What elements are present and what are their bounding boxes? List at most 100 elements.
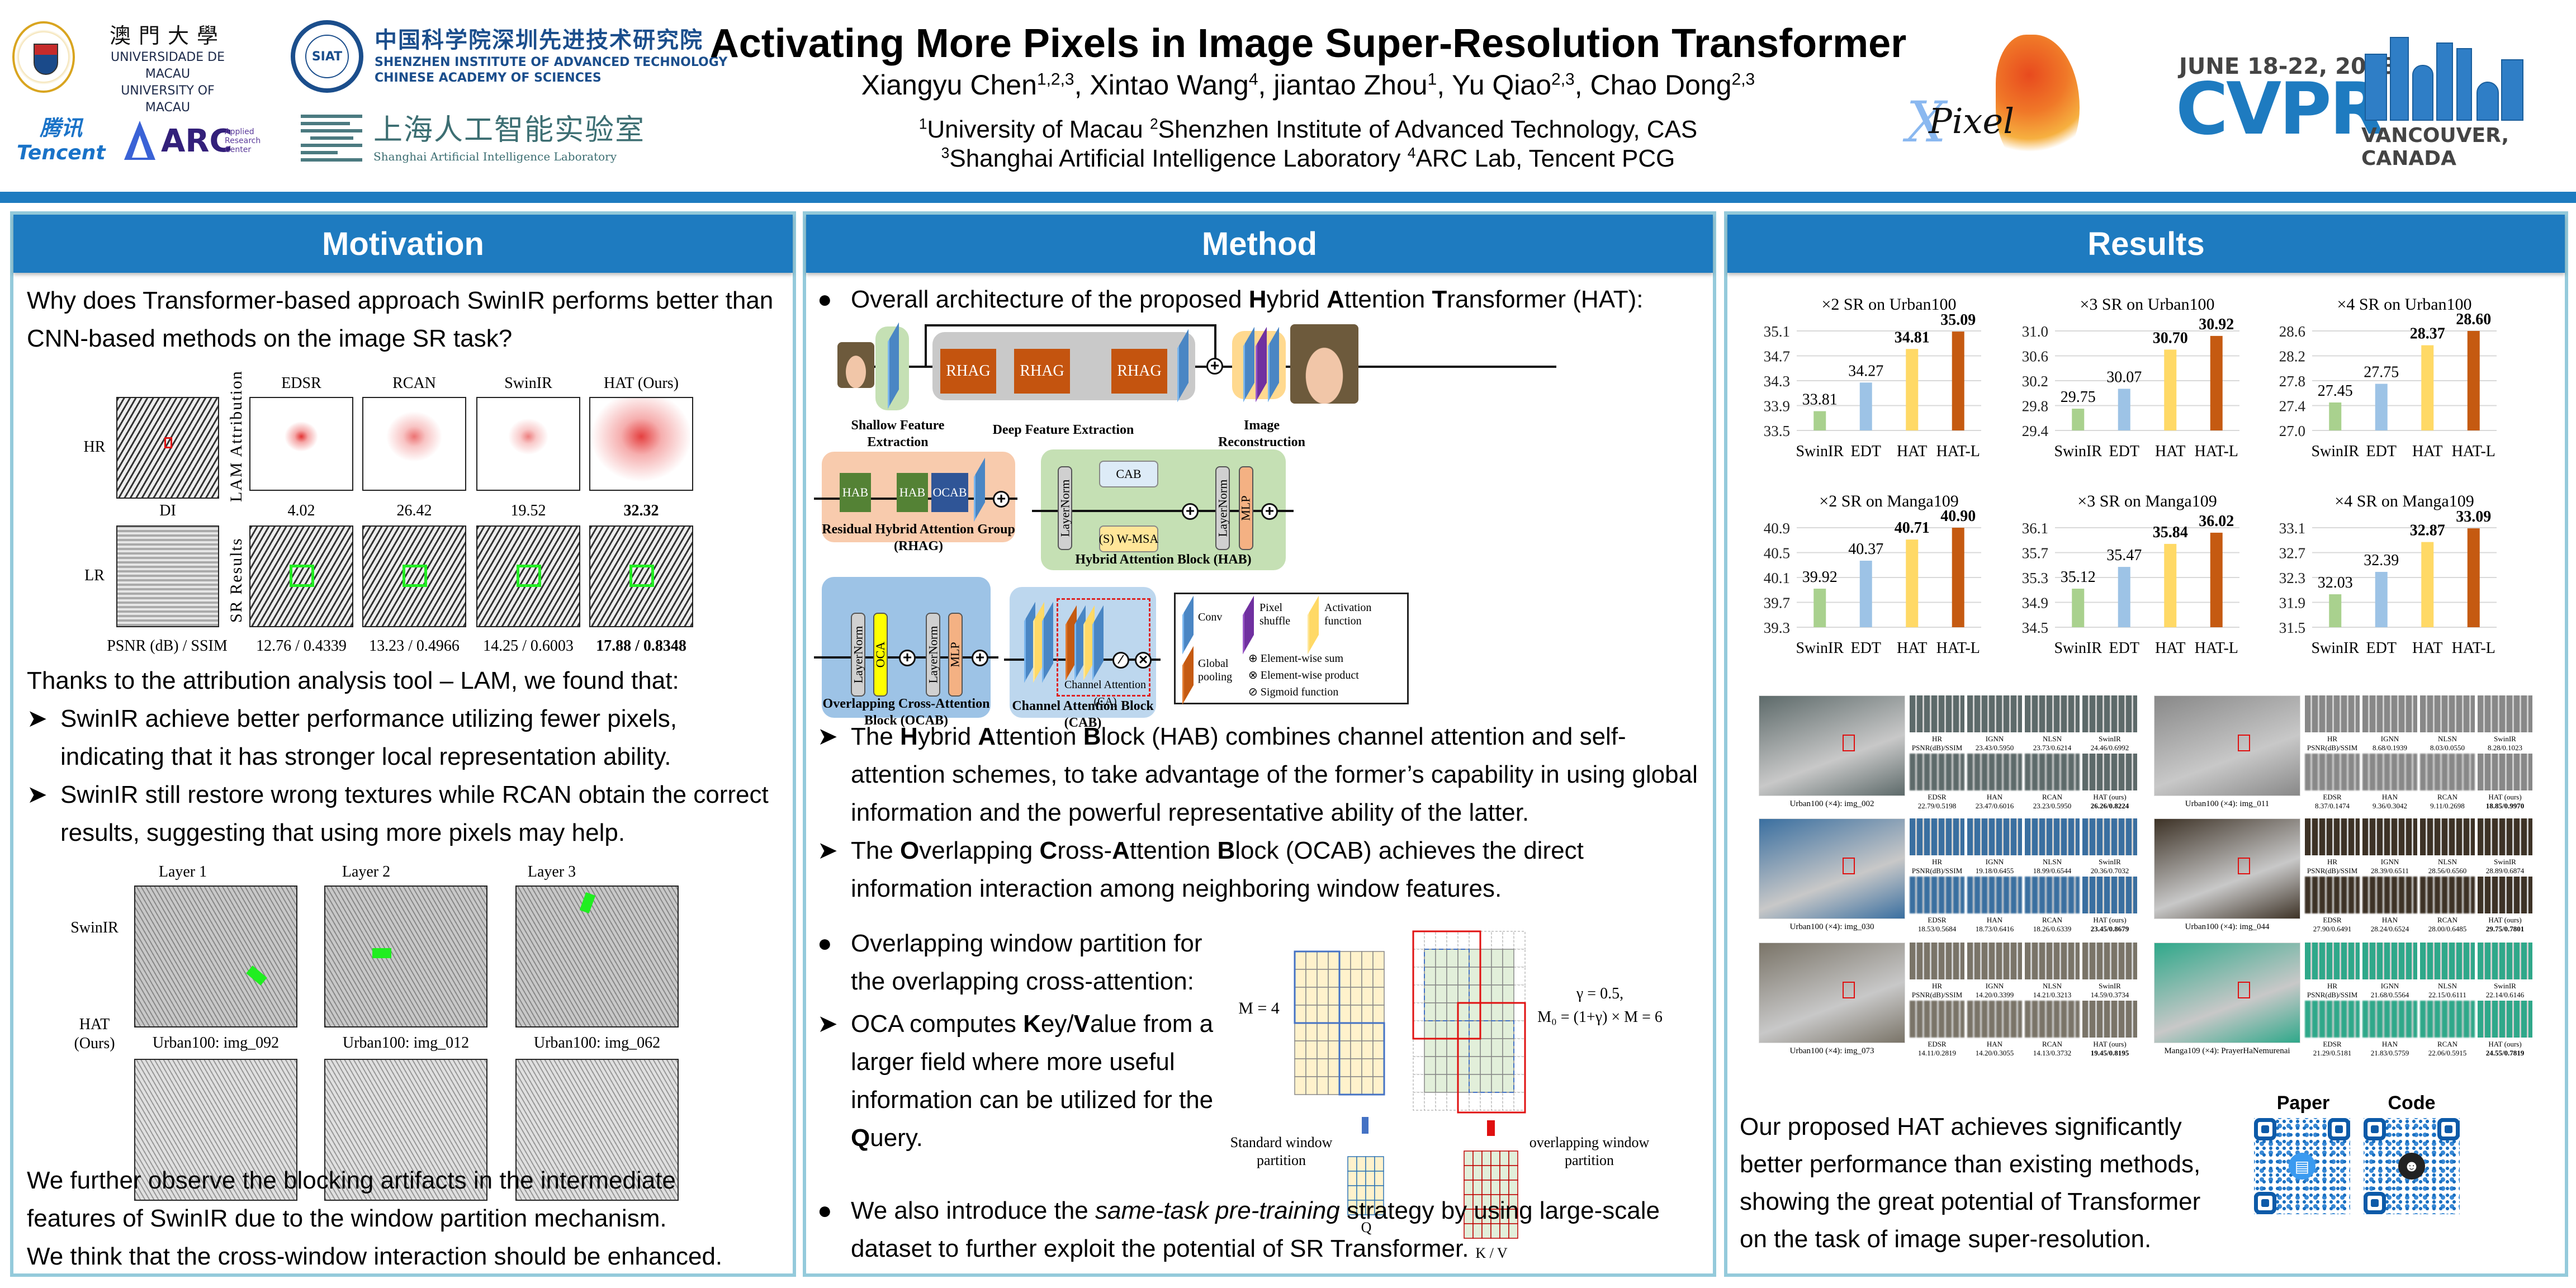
psnr-ssim-value: 18.53/0.5684 (1917, 925, 1957, 933)
psnr-ssim-value: 8.37/0.1474 (2314, 802, 2350, 810)
grid-cell (1469, 1092, 1481, 1111)
psnr-ssim-value: 22.15/0.6111 (2428, 991, 2466, 999)
psnr-ssim-value: 23.73/0.6214 (2033, 744, 2072, 752)
image-caption: Urban100: img_012 (342, 1034, 470, 1052)
grid-cell (1457, 949, 1470, 968)
patch-crop (2420, 695, 2475, 732)
lam-attribution-map (249, 397, 353, 491)
x-tick-label: EDT (1851, 640, 1881, 657)
grid-cell (1413, 1074, 1425, 1093)
arc-logo: ARC Applied Research Center (124, 117, 261, 168)
text-run: ybrid (917, 723, 978, 750)
grid-cell (1464, 1165, 1474, 1181)
method-label: IGNN (2380, 735, 2399, 743)
summary-line: on the task of image super-resolution. (1740, 1225, 2152, 1253)
code-qr-code[interactable]: ☻ (2364, 1118, 2460, 1214)
author-affiliation-index: 2,3 (1551, 70, 1575, 89)
grid-cell (1469, 931, 1481, 950)
di-value: 4.02 (287, 502, 315, 519)
channel-attention-region (1057, 598, 1150, 697)
emphasis-letter: B (1217, 837, 1235, 864)
grid-cell (1372, 987, 1385, 1006)
grid-cell (1294, 987, 1306, 1006)
psnr-ssim-value: 20.36/0.7032 (2090, 866, 2129, 875)
grid-cell (1361, 969, 1374, 988)
grid-cell (1317, 969, 1329, 988)
affiliation-index: 4 (1407, 144, 1416, 162)
method-label: SwinIR (2099, 735, 2121, 743)
patch-crop (2362, 1001, 2417, 1038)
green-arrow-icon (246, 965, 267, 986)
ocab-point: ➤The Overlapping Cross-Attention Block (… (817, 832, 1701, 908)
text-run: ttention (1129, 837, 1218, 864)
psnr-ssim-value: 14.25 / 0.6003 (483, 637, 574, 655)
cvpr-location: VANCOUVER, CANADA (2361, 124, 2509, 170)
psnr-ssim-value: 22.06/0.5915 (2428, 1049, 2467, 1057)
bar-chart: ×3 SR on Urban10029.429.830.230.631.029.… (2022, 295, 2239, 460)
arrow-bullet-icon: ➤ (817, 723, 838, 750)
paper-qr-code[interactable]: ▤ (2254, 1118, 2350, 1214)
grid-cell (1365, 1156, 1375, 1172)
grid-cell (1513, 1038, 1526, 1057)
grid-cell (1294, 1076, 1306, 1095)
x-tick-label: HAT-L (1936, 640, 1980, 657)
separator: , (1074, 69, 1090, 101)
rhag-block: RHAG (940, 349, 996, 394)
mlp-label: MLP (948, 642, 962, 667)
arc-subtitle: Applied Research Center (225, 127, 261, 154)
grid-cell (1317, 951, 1329, 970)
arc-wordmark: ARC (161, 123, 233, 159)
psnr-ssim-value: 23.45/0.8679 (2090, 925, 2129, 933)
method-column-label: SwinIR (504, 375, 552, 392)
bullet-dot-icon: ● (817, 930, 832, 957)
full-image (1759, 943, 1905, 1043)
zoom-region-marker (2238, 858, 2250, 874)
legend-conv-label: Conv (1198, 611, 1223, 623)
query-grid (1347, 1156, 1384, 1215)
grid-cell (1294, 1022, 1306, 1041)
data-label: 39.92 (1802, 569, 1838, 586)
patch-crop (2362, 754, 2417, 790)
conclusion-line: features of SwinIR due to the window par… (27, 1205, 667, 1232)
method-label: RCAN (2042, 916, 2063, 924)
overlap-window-outline (1412, 930, 1481, 1040)
vancouver-skyline-icon (2365, 31, 2532, 121)
grid-cell (1328, 1005, 1340, 1024)
y-tick-label: 29.8 (2022, 398, 2048, 415)
grid-cell (1413, 931, 1425, 950)
chart-title: ×2 SR on Urban100 (1821, 295, 1956, 314)
author: Chao Dong2,3 (1590, 69, 1755, 101)
patch-crop (2025, 754, 2080, 790)
cvpr-wordmark: CVPR (2176, 68, 2384, 151)
layernorm-label: LayerNorm (926, 626, 940, 684)
grid-cell (1413, 949, 1425, 968)
wmsa-block: (S) W-MSA (1099, 525, 1158, 552)
affiliation-name: Shenzhen Institute of Advanced Technolog… (1158, 116, 1698, 143)
full-image (1759, 695, 1905, 796)
image-caption: Urban100 (×4): img_073 (1789, 1046, 1874, 1055)
bar (2072, 409, 2085, 430)
overlapping-window-grid (1412, 930, 1526, 1114)
y-tick-label: 32.7 (2279, 545, 2305, 562)
psnr-ssim-value: 8.28/0.1023 (2487, 744, 2523, 752)
conv-legend-icon (1182, 595, 1194, 655)
grid-cell (1424, 1056, 1436, 1075)
standard-window-grid (1294, 950, 1385, 1096)
psnr-ssim-value: 23.43/0.5950 (1975, 744, 2014, 752)
swinir-feature-map (515, 886, 679, 1027)
grid-cell (1350, 969, 1362, 988)
separator: , (1574, 69, 1590, 101)
cab-label: CAB (1116, 467, 1142, 481)
y-tick-label: 34.7 (1764, 348, 1790, 365)
x-tick-label: SwinIR (2311, 640, 2359, 657)
grid-cell (1317, 1076, 1329, 1095)
data-label: 34.27 (1848, 362, 1883, 380)
standard-partition-label: Standard window partition (1230, 1134, 1333, 1168)
psnr-ssim-value: 14.11/0.2819 (1917, 1049, 1957, 1057)
grid-cell (1413, 967, 1425, 986)
method-label: EDSR (1928, 916, 1947, 924)
emphasis-letter: A (1112, 837, 1130, 864)
diagram-legend: Conv Pixel shuffle Activation function G… (1174, 593, 1409, 705)
bar (1906, 539, 1919, 627)
grid-cell (1413, 1038, 1425, 1057)
